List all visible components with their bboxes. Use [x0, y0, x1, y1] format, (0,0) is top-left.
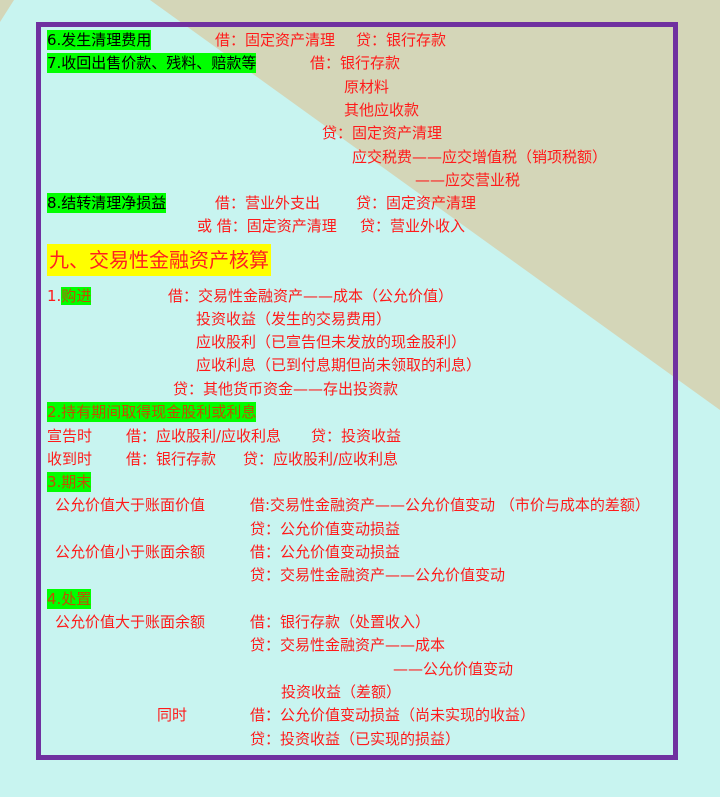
- declare-credit: 贷：投资收益: [311, 427, 402, 445]
- disposal-label: 4.处置: [47, 589, 92, 609]
- case1-debit: 借:交易性金融资产——公允价值变动 （市价与成本的差额）: [250, 496, 650, 514]
- receive-label: 收到时: [47, 450, 93, 468]
- case1-label: 公允价值大于账面价值: [55, 496, 206, 514]
- case1-credit: 贷：公允价值变动损益: [250, 520, 401, 538]
- disposal-credit-3: 投资收益（差额）: [281, 683, 402, 701]
- holding-label: 2.持有期间取得现金股利或利息: [47, 402, 257, 422]
- receive-credit: 贷：应收股利/应收利息: [243, 450, 399, 468]
- declare-debit: 借：应收股利/应收利息: [126, 427, 282, 445]
- disposal-credit-2: ——公允价值变动: [393, 660, 514, 678]
- meanwhile-credit: 贷：投资收益（已实现的损益）: [250, 730, 461, 748]
- case2-label: 公允价值小于账面余额: [55, 543, 206, 561]
- step7-label: 7.收回出售价款、残料、赔款等: [47, 53, 257, 73]
- content-frame: [36, 22, 678, 760]
- purchase-heading: 1.购进: [47, 286, 92, 306]
- purchase-credit: 贷：其他货币资金——存出投资款: [173, 380, 399, 398]
- step8-label: 8.结转清理净损益: [47, 193, 167, 213]
- disposal-case: 公允价值大于账面余额: [55, 613, 206, 631]
- purchase-debit: 借：交易性金融资产——成本（公允价值）: [168, 287, 454, 305]
- declare-label: 宣告时: [47, 427, 93, 445]
- step8-credit: 贷：固定资产清理: [356, 194, 477, 212]
- disposal-credit: 贷：交易性金融资产——成本: [250, 636, 446, 654]
- receive-debit: 借：银行存款: [126, 450, 217, 468]
- step7-credit: 贷：固定资产清理: [322, 124, 443, 142]
- purchase-label: 购进: [61, 287, 92, 305]
- step6-debit: 借：固定资产清理: [215, 31, 336, 49]
- meanwhile-label: 同时: [157, 706, 188, 724]
- step7-debit-2: 原材料: [344, 78, 390, 96]
- step7-credit-3: ——应交营业税: [415, 171, 521, 189]
- step6-credit: 贷：银行存款: [356, 31, 447, 49]
- step7-credit-2: 应交税费——应交增值税（销项税额）: [352, 148, 608, 166]
- step6-label: 6.发生清理费用: [47, 30, 152, 50]
- purchase-debit-4: 应收利息（已到付息期但尚未领取的利息）: [196, 356, 482, 374]
- case2-debit: 借：公允价值变动损益: [250, 543, 401, 561]
- meanwhile-debit: 借：公允价值变动损益（尚未实现的收益）: [250, 706, 536, 724]
- section-title: 九、交易性金融资产核算: [47, 244, 271, 276]
- case2-credit: 贷：交易性金融资产——公允价值变动: [250, 566, 506, 584]
- disposal-debit: 借：银行存款（处置收入）: [250, 613, 431, 631]
- purchase-number: 1.: [47, 287, 62, 305]
- step8-alt: 或 借：固定资产清理: [197, 217, 337, 235]
- step8-alt-credit: 贷：营业外收入: [360, 217, 466, 235]
- step7-debit: 借：银行存款: [310, 54, 401, 72]
- purchase-debit-2: 投资收益（发生的交易费用）: [196, 310, 392, 328]
- period-end-label: 3.期末: [47, 472, 92, 492]
- purchase-debit-3: 应收股利（已宣告但未发放的现金股利）: [196, 333, 467, 351]
- step7-debit-3: 其他应收款: [344, 101, 420, 119]
- step8-debit: 借：营业外支出: [215, 194, 321, 212]
